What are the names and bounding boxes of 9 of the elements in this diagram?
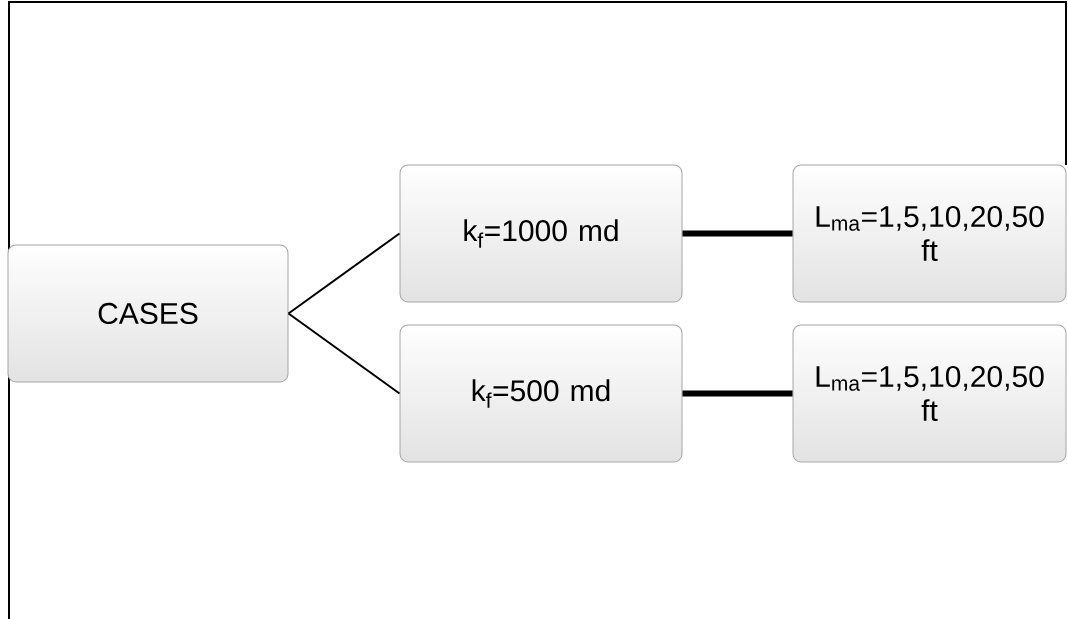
connector-line [682, 390, 793, 397]
process-box: L$_{ma}$=1,5,10,20,50 ft [792, 324, 1067, 463]
process-box: L$_{ma}$=1,5,10,20,50 ft [792, 164, 1067, 303]
process-box: k$_{f}$=500 md [399, 324, 683, 463]
connector-line [287, 312, 401, 395]
connector-line [287, 232, 401, 315]
connector-line [682, 230, 793, 237]
process-box: k$_{f}$=1000 md [399, 164, 683, 303]
process-box: CASES [7, 244, 289, 383]
